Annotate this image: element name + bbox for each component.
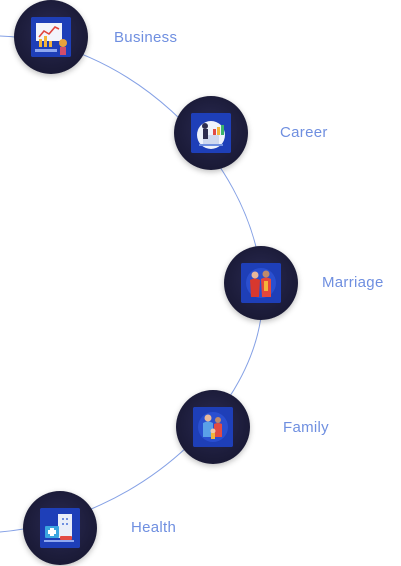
marriage-label[interactable]: Marriage: [322, 274, 384, 291]
health-medical-icon: [40, 508, 80, 548]
career-label[interactable]: Career: [280, 124, 328, 141]
family-label[interactable]: Family: [283, 419, 329, 436]
family-icon: [193, 407, 233, 447]
business-label[interactable]: Business: [114, 29, 178, 46]
business-chart-icon: [31, 17, 71, 57]
health-label[interactable]: Health: [131, 519, 177, 536]
marriage-node[interactable]: [224, 246, 298, 320]
business-node[interactable]: [14, 0, 88, 74]
marriage-couple-icon: [241, 263, 281, 303]
career-node[interactable]: [174, 96, 248, 170]
family-node[interactable]: [176, 390, 250, 464]
career-office-icon: [191, 113, 231, 153]
health-node[interactable]: [23, 491, 97, 565]
